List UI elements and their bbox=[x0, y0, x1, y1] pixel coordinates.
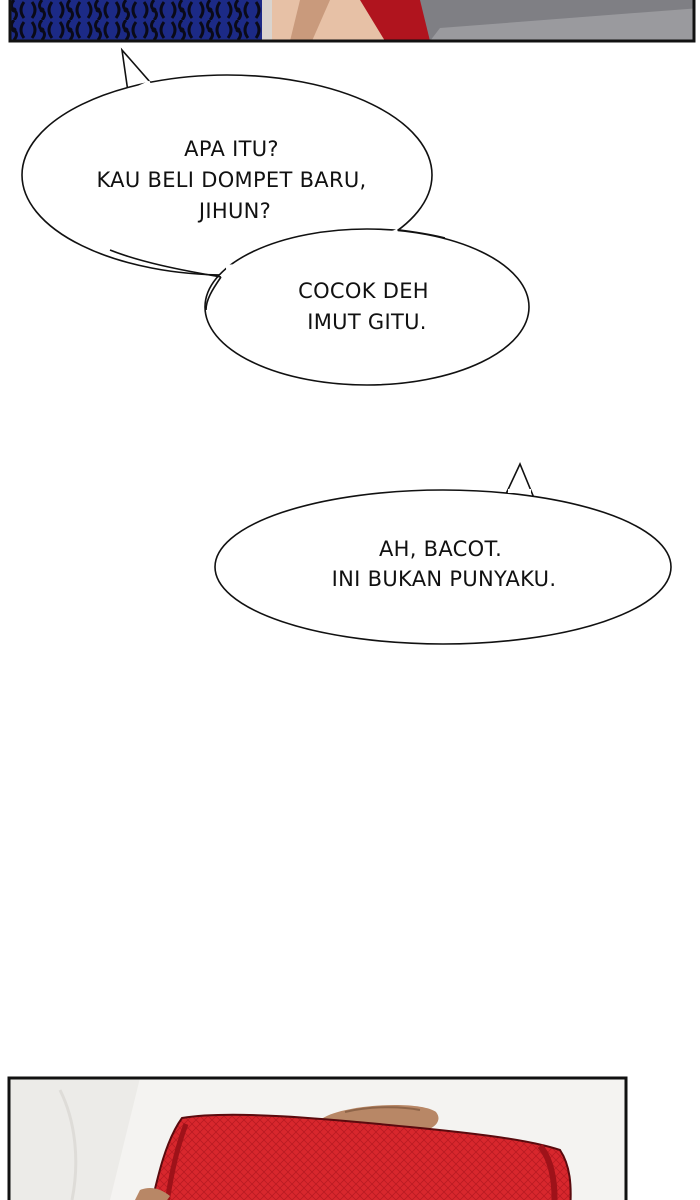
bubble-line: IMUT GITU. bbox=[307, 310, 427, 334]
speech-bubble-question bbox=[21, 47, 433, 276]
top-panel-border bbox=[8, 0, 696, 43]
bubble-line: COCOK DEH bbox=[298, 279, 429, 303]
speech-bubble-reply bbox=[214, 462, 672, 645]
bubble-reply-text: AH, BACOT. INI BUKAN PUNYAKU. bbox=[332, 537, 557, 591]
bubble-question-text: APA ITU? KAU BELI DOMPET BARU, JIHUN? bbox=[96, 137, 373, 223]
bubble-line: JIHUN? bbox=[197, 199, 271, 223]
bubble-line: APA ITU? bbox=[184, 137, 279, 161]
bubble-line: AH, BACOT. bbox=[379, 537, 502, 561]
bubble-compliment-text: COCOK DEH IMUT GITU. bbox=[298, 279, 436, 334]
speech-bubble-compliment bbox=[204, 228, 530, 386]
bubble-line: KAU BELI DOMPET BARU, bbox=[96, 168, 366, 192]
bottom-panel bbox=[9, 1078, 626, 1200]
top-panel bbox=[10, 0, 694, 41]
bottom-panel-border bbox=[7, 1076, 628, 1200]
wallpaper-pattern bbox=[10, 0, 270, 41]
bubble-line: INI BUKAN PUNYAKU. bbox=[332, 567, 557, 591]
